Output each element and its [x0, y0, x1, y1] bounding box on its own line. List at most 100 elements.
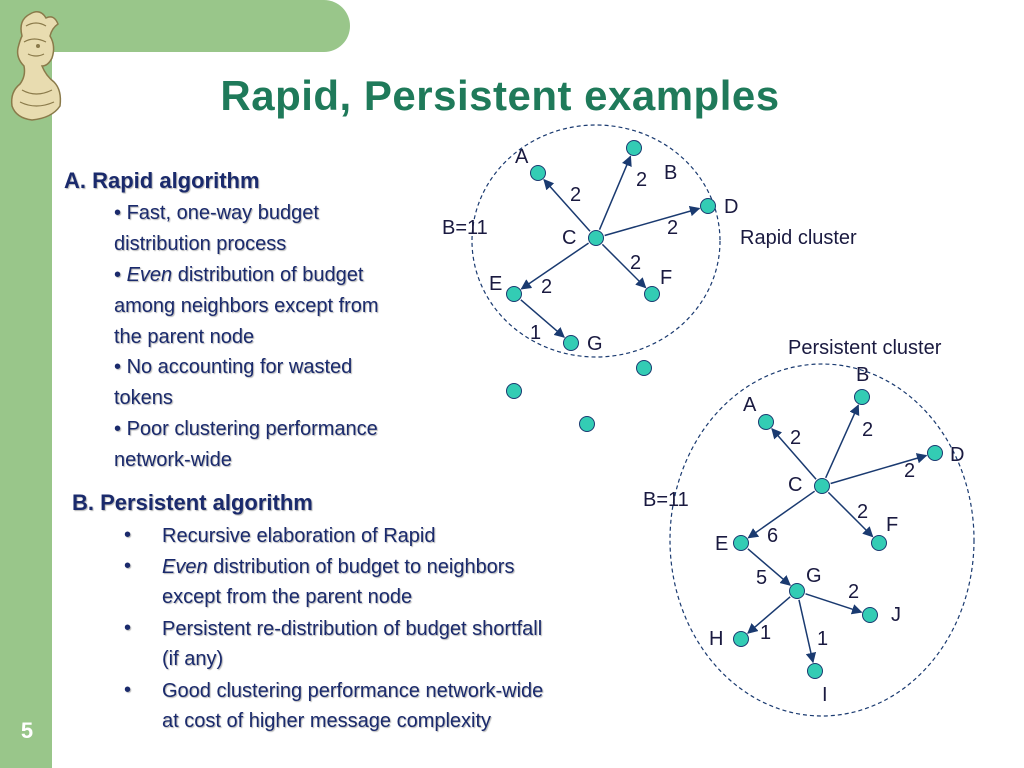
persistent-node-j — [862, 607, 878, 623]
persistent-weight-cf: 2 — [857, 501, 868, 523]
persistent-label-b: B — [856, 364, 869, 386]
persistent-weight-eg: 5 — [756, 567, 767, 589]
bullet-dot: • — [124, 555, 132, 577]
rapid-node-b — [626, 140, 642, 156]
rapid-edge-c-a — [543, 178, 591, 232]
bullet-text: network-wide — [114, 449, 232, 471]
persistent-node-e — [733, 535, 749, 551]
persistent-weight-gj: 2 — [848, 581, 859, 603]
persistent-node-d — [927, 445, 943, 461]
section-a-bullet-3: • No accounting for wasted tokens — [114, 352, 474, 414]
section-a-heading: A. Rapid algorithm — [64, 168, 260, 193]
persistent-node-g — [789, 583, 805, 599]
rapid-edge-c-b — [598, 155, 632, 231]
stray-node — [636, 360, 652, 376]
rapid-weight-cf: 2 — [630, 252, 641, 274]
bullet-text: distribution of budget — [172, 264, 364, 286]
rapid-node-f — [644, 286, 660, 302]
persistent-weight-gi: 1 — [817, 628, 828, 650]
section-b-bullet-1: Recursive elaboration of Rapid — [162, 521, 662, 551]
persistent-label-c: C — [788, 474, 802, 496]
persistent-node-b — [854, 389, 870, 405]
rapid-label-d: D — [724, 196, 738, 218]
persistent-label-f: F — [886, 514, 898, 536]
top-banner — [0, 0, 350, 52]
rapid-label-a: A — [515, 146, 529, 168]
slide-title: Rapid, Persistent examples — [220, 72, 780, 119]
rapid-cluster-boundary — [471, 124, 721, 358]
bullet-text: except from the parent node — [162, 586, 413, 608]
bullet-text: distribution process — [114, 233, 287, 255]
stray-node — [506, 383, 522, 399]
persistent-edge-g-h — [747, 596, 791, 634]
rapid-budget: B=11 — [442, 217, 488, 239]
persistent-label-i: I — [822, 684, 828, 706]
bullet-text: Poor clustering performance — [126, 418, 378, 440]
persistent-weight-ca: 2 — [790, 427, 801, 449]
rapid-node-a — [530, 165, 546, 181]
rapid-node-g — [563, 335, 579, 351]
section-b-bullet-3: Persistent re-distribution of budget sho… — [162, 614, 662, 674]
persistent-node-i — [807, 663, 823, 679]
stray-node — [579, 416, 595, 432]
bullet-text: the parent node — [114, 326, 255, 348]
rapid-label-g: G — [587, 333, 603, 355]
rapid-weight-eg: 1 — [530, 322, 541, 344]
rapid-node-d — [700, 198, 716, 214]
persistent-weight-cb: 2 — [862, 419, 873, 441]
persistent-label-e: E — [715, 533, 728, 555]
rapid-label-c: C — [562, 227, 576, 249]
left-sidebar — [0, 0, 52, 768]
bullet-dot: • — [124, 617, 132, 639]
persistent-node-c — [814, 478, 830, 494]
persistent-edge-c-b — [825, 404, 860, 479]
section-b-bullet-2: Even distribution of budget to neighbors… — [162, 552, 662, 612]
section-b-heading: B. Persistent algorithm — [72, 490, 313, 515]
persistent-weight-gh: 1 — [760, 622, 771, 644]
persistent-node-f — [871, 535, 887, 551]
rapid-label-e: E — [489, 273, 502, 295]
bullet-dot: • — [124, 524, 132, 546]
bullet-text: No accounting for wasted — [126, 356, 353, 378]
rapid-node-e — [506, 286, 522, 302]
persistent-edge-g-i — [798, 599, 817, 664]
persistent-edge-c-e — [747, 490, 816, 539]
persistent-label-d: D — [950, 444, 964, 466]
rapid-edge-c-f — [601, 243, 647, 289]
bullet-text: Good clustering performance network-wide — [162, 680, 544, 702]
rapid-weight-ca: 2 — [570, 184, 581, 206]
persistent-label-j: J — [891, 604, 901, 626]
section-a-bullet-4: • Poor clustering performance network-wi… — [114, 414, 494, 476]
persistent-budget: B=11 — [643, 489, 689, 511]
bullet-text: (if any) — [162, 648, 224, 670]
persistent-edge-c-f — [827, 491, 874, 538]
persistent-weight-cd: 2 — [904, 460, 915, 482]
bullet-text: among neighbors except from — [114, 295, 379, 317]
section-b-bullet-4: Good clustering performance network-wide… — [162, 676, 662, 736]
persistent-node-h — [733, 631, 749, 647]
bullet-text: tokens — [114, 387, 173, 409]
rapid-edge-e-g — [520, 299, 565, 338]
bullet-text-italic: Even — [162, 556, 208, 578]
persistent-cluster-boundary — [669, 363, 975, 717]
rapid-caption: Rapid cluster — [740, 227, 857, 249]
bullet-text: Recursive elaboration of Rapid — [162, 525, 436, 547]
persistent-edge-e-g — [747, 548, 791, 586]
persistent-edge-c-d — [830, 453, 928, 485]
athena-statue-logo — [10, 11, 62, 121]
rapid-label-b: B — [664, 162, 677, 184]
rapid-edge-c-d — [604, 206, 701, 237]
bullet-text: Persistent re-distribution of budget sho… — [162, 618, 543, 640]
rapid-edge-c-e — [520, 242, 589, 290]
persistent-label-a: A — [743, 394, 757, 416]
bullet-dot: • — [124, 679, 132, 701]
bullet-text-italic: Even — [126, 264, 173, 286]
section-a-bullet-1: • Fast, one-way budget distribution proc… — [114, 198, 474, 260]
bullet-text: at cost of higher message complexity — [162, 710, 492, 732]
slide-number: 5 — [20, 718, 34, 743]
bullet-text: Fast, one-way budget — [126, 202, 319, 224]
persistent-edge-c-a — [771, 427, 817, 480]
rapid-node-c — [588, 230, 604, 246]
rapid-weight-cb: 2 — [636, 169, 647, 191]
